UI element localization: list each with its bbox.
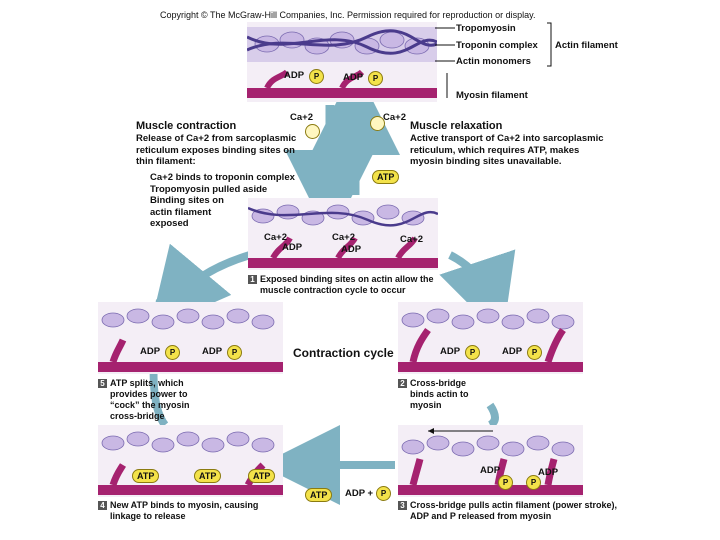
calcium-label: Ca+2 (264, 232, 287, 243)
label-tropomyosin: Tropomyosin (456, 23, 516, 34)
label-troponin-complex: Troponin complex (456, 40, 538, 51)
contraction-steps: Ca+2 binds to troponin complex Tropomyos… (150, 172, 295, 229)
step5-filament-illustration (98, 308, 283, 372)
contraction-title: Muscle contraction (136, 120, 237, 132)
calcium-label: Ca+2 (290, 112, 313, 123)
step3-filament-illustration (398, 428, 583, 495)
atp-badge: ATP (305, 488, 333, 502)
adp-label: ADP (440, 346, 461, 357)
adp-label: ADP (538, 467, 559, 478)
relaxation-text: Active transport of Ca+2 into sarcoplasm… (410, 133, 604, 167)
calcium-label: Ca+2 (383, 112, 406, 123)
label-leader-lines (435, 22, 552, 98)
phosphate-badge: P (527, 345, 542, 360)
top-filament-panel: ADP P ADP P (247, 22, 437, 102)
phosphate-badge: P (498, 475, 513, 490)
contraction-text: Release of Ca+2 from sarcoplasmic reticu… (136, 133, 297, 167)
adp-plus-label: ADP + (345, 488, 374, 499)
actin-filament-illustration (247, 27, 437, 98)
phosphate-badge: P (309, 69, 324, 84)
phosphate-badge: P (165, 345, 180, 360)
atp-badge: ATP (372, 170, 400, 184)
contraction-cycle-title: Contraction cycle (293, 346, 394, 360)
calcium-ion (370, 116, 385, 131)
adp-label: ADP (502, 346, 523, 357)
step4-filament-illustration (98, 431, 283, 495)
adp-label: ADP (341, 244, 362, 255)
relaxation-title: Muscle relaxation (410, 120, 503, 132)
step4-panel: ATP ATP ATP (98, 425, 283, 497)
calcium-label: Ca+2 (332, 232, 355, 243)
step2-panel: ADP P ADP P (398, 302, 583, 374)
atp-badge: ATP (132, 469, 160, 483)
step2-filament-illustration (398, 308, 583, 372)
step5-panel: ADP P ADP P (98, 302, 283, 374)
adp-label: ADP (282, 242, 303, 253)
step1-filament-illustration (248, 204, 438, 268)
adp-label: ADP (202, 346, 223, 357)
phosphate-badge: P (465, 345, 480, 360)
phosphate-badge: P (227, 345, 242, 360)
adp-label: ADP (480, 465, 501, 476)
atp-badge: ATP (248, 469, 276, 483)
label-actin-monomers: Actin monomers (456, 56, 531, 67)
adp-label: ADP (343, 72, 364, 83)
step1-panel: Ca+2 Ca+2 Ca+2 ADP ADP (248, 198, 438, 270)
phosphate-badge: P (376, 486, 391, 501)
label-actin-filament: Actin filament (555, 40, 618, 51)
step3-panel: ADP P ADP P (398, 425, 583, 497)
adp-label: ADP (140, 346, 161, 357)
copyright-notice: Copyright © The McGraw-Hill Companies, I… (160, 10, 536, 20)
calcium-ion (305, 124, 320, 139)
calcium-label: Ca+2 (400, 234, 423, 245)
label-myosin-filament: Myosin filament (456, 90, 528, 101)
adp-label: ADP (284, 70, 305, 81)
atp-badge: ATP (194, 469, 222, 483)
phosphate-badge: P (526, 475, 541, 490)
phosphate-badge: P (368, 71, 383, 86)
